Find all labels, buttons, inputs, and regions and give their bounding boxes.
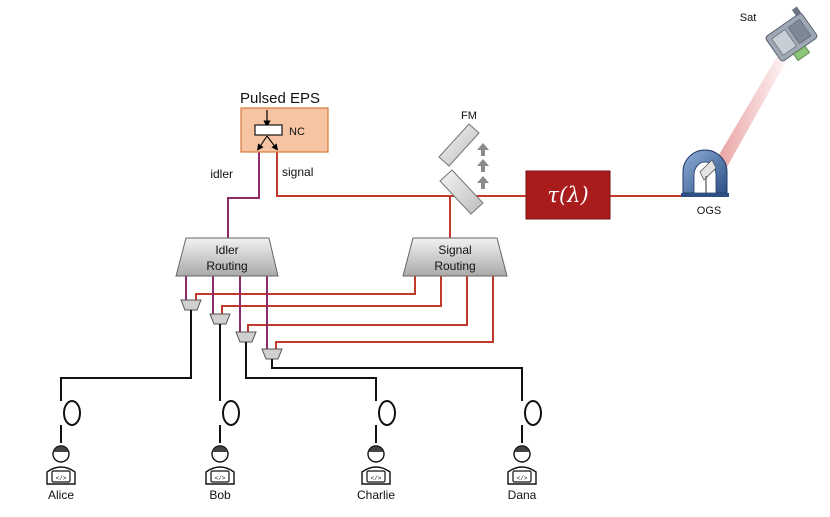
user-bob: </> Bob (205, 445, 235, 502)
user-charlie: </> Charlie (357, 445, 395, 502)
downlink-beam (704, 55, 787, 183)
fiber-spool-bob (222, 400, 240, 426)
idler-beam (227, 152, 260, 238)
user-icon: </> (205, 445, 235, 485)
fiber-spool-dana (524, 400, 542, 426)
combiner-alice (180, 299, 202, 311)
user-label: Bob (209, 488, 231, 502)
pulsed-eps-source: NC (240, 107, 329, 153)
satellite-icon (765, 6, 818, 62)
idler-label: idler (210, 167, 233, 181)
svg-text:</>: </> (371, 475, 382, 482)
fiber-combiners (180, 299, 283, 360)
svg-text:</>: </> (215, 475, 226, 482)
user-label: Alice (48, 488, 74, 502)
idler-fibers (185, 276, 268, 349)
source-box (240, 107, 329, 153)
svg-text:</>: </> (517, 475, 528, 482)
delay-element: τ(λ) (525, 170, 611, 220)
crystal-label: NC (289, 126, 305, 138)
user-label: Dana (508, 488, 537, 502)
delay-box (525, 170, 611, 220)
combiner-dana (261, 348, 283, 360)
ground-station-icon (681, 149, 729, 197)
signal-out-arrow-icon (266, 135, 278, 151)
combiner-bob (209, 313, 231, 325)
combiner-charlie (235, 331, 257, 343)
source-title: Pulsed EPS (240, 90, 320, 107)
user-label: Charlie (357, 488, 395, 502)
svg-text:</>: </> (56, 475, 67, 482)
user-fibers (60, 310, 523, 443)
signal-routing-line2: Routing (434, 259, 475, 273)
satellite-label: Sat (740, 12, 757, 24)
user-icon: </> (507, 445, 537, 485)
fiber-spools (63, 400, 542, 426)
signal-fibers (195, 276, 494, 349)
ground-station-label: OGS (697, 205, 721, 217)
fiber-spool-charlie (378, 400, 396, 426)
user-nodes: </> Alice </> Bob </> Charlie </> Dana (46, 445, 537, 502)
signal-label: signal (282, 165, 313, 179)
user-alice: </> Alice (46, 445, 76, 502)
mirror-up-position (438, 123, 480, 167)
flip-mirror (438, 123, 489, 215)
signal-routing-line1: Signal (438, 243, 471, 257)
idler-routing-line1: Idler (215, 243, 238, 257)
idler-routing-line2: Routing (206, 259, 247, 273)
idler-out-arrow-icon (257, 135, 268, 151)
flip-arrows-icon (477, 143, 489, 189)
flip-mirror-label: FM (461, 110, 477, 122)
mirror-down-position (439, 169, 484, 215)
nonlinear-crystal (254, 124, 283, 136)
delay-label: τ(λ) (547, 183, 588, 207)
signal-routing-block: Signal Routing (402, 237, 508, 277)
idler-routing-block: Idler Routing (175, 237, 279, 277)
user-icon: </> (46, 445, 76, 485)
user-dana: </> Dana (507, 445, 537, 502)
user-icon: </> (361, 445, 391, 485)
fiber-spool-alice (63, 400, 81, 426)
